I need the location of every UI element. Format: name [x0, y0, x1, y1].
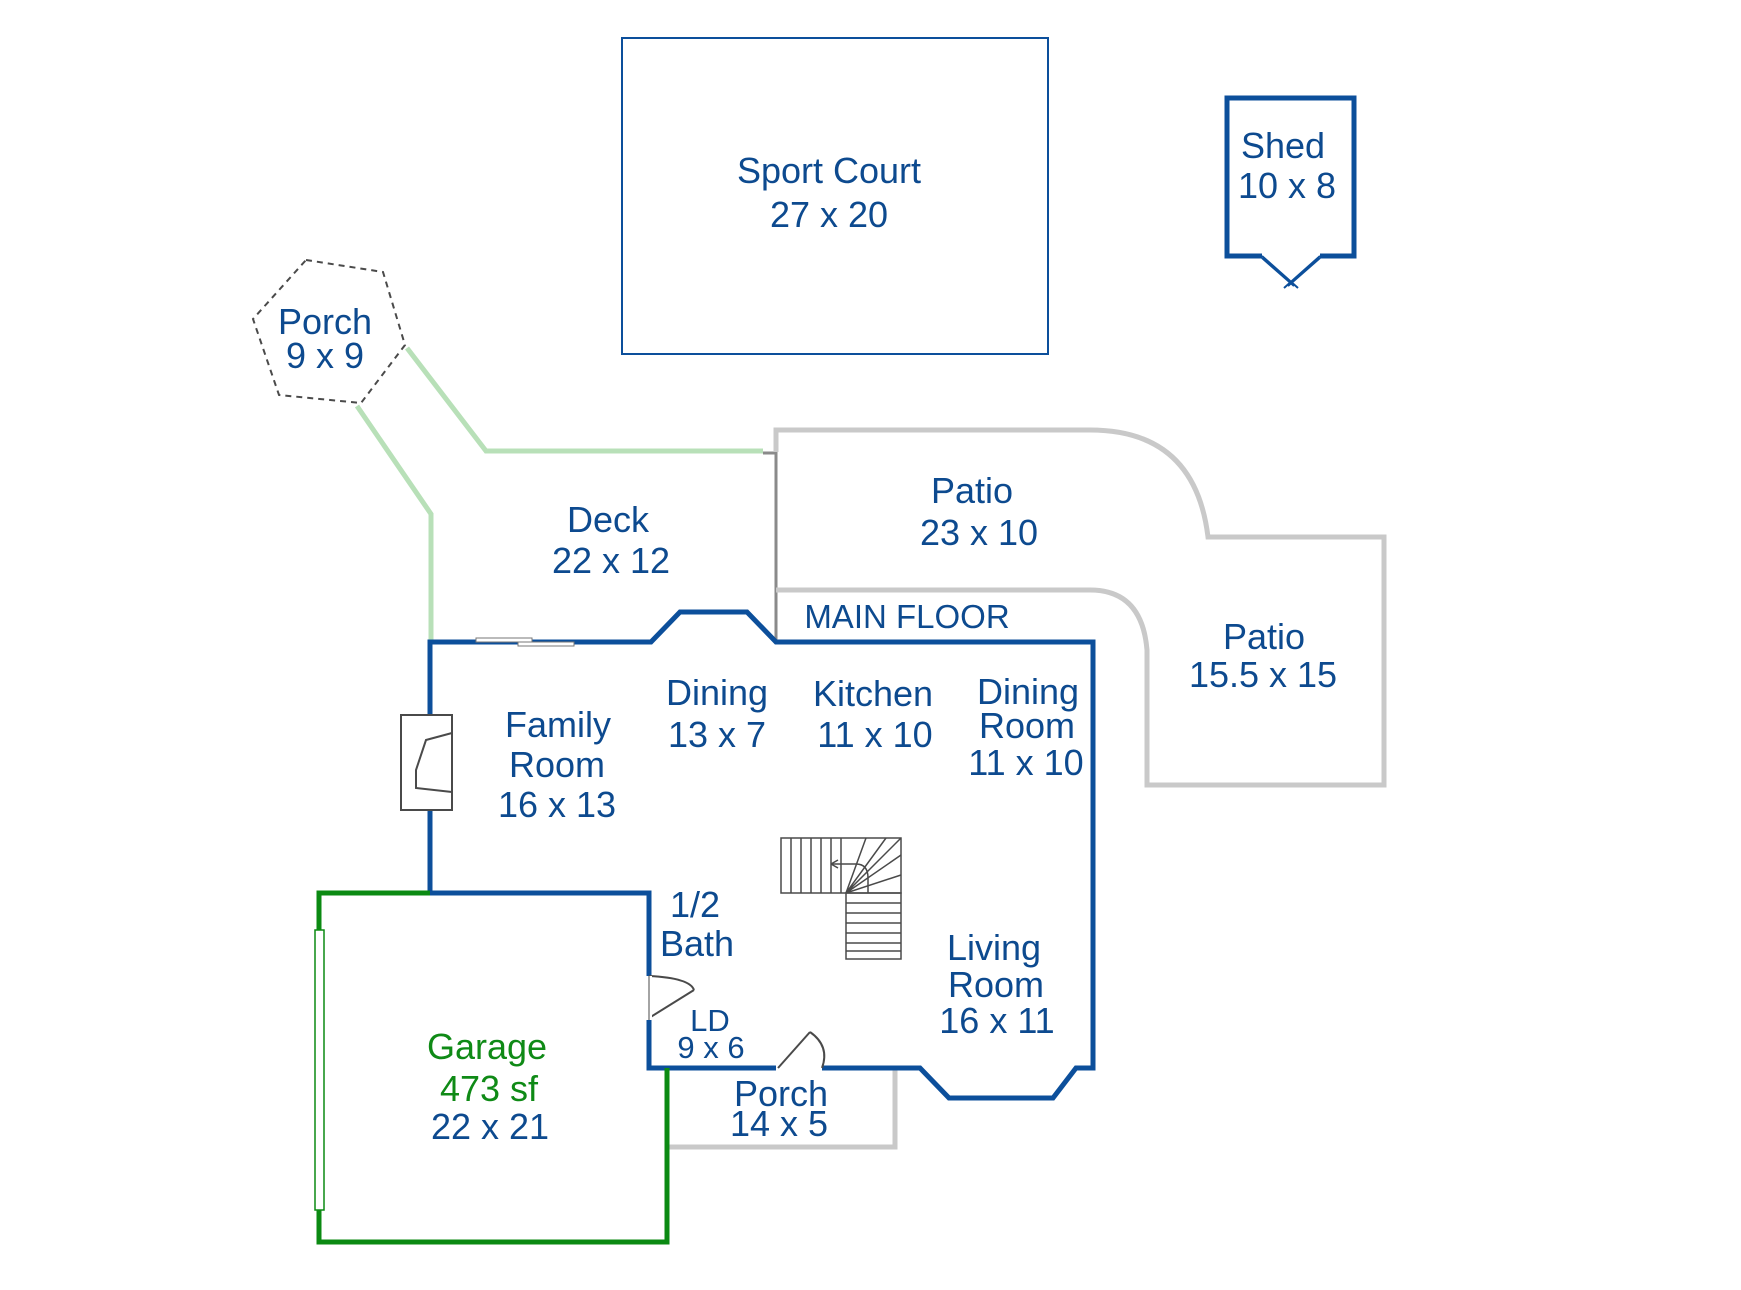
porch-bottom-name: Porch	[734, 1073, 828, 1114]
deck-size: 22 x 12	[552, 540, 670, 581]
shed-size: 10 x 8	[1238, 165, 1336, 206]
deck-outline	[354, 346, 763, 642]
kitchen-name: Kitchen	[813, 673, 933, 714]
porch-hexagon-outline	[251, 258, 407, 405]
sport-court-name: Sport Court	[737, 150, 921, 191]
dining-size: 13 x 7	[668, 714, 766, 755]
garage-area: 473 sf	[440, 1068, 539, 1109]
garage-name: Garage	[427, 1026, 547, 1067]
porch-top-name: Porch	[278, 301, 372, 342]
bath-door	[646, 975, 695, 1020]
porch-bottom-size: 14 x 5	[730, 1103, 828, 1144]
shed-outline	[1224, 95, 1357, 289]
patio-top-outline	[773, 427, 1387, 788]
living-room-size: 16 x 11	[939, 1000, 1054, 1041]
garage-size: 22 x 21	[431, 1106, 549, 1147]
porch-top-size: 9 x 9	[286, 335, 364, 376]
dining-name: Dining	[666, 672, 768, 713]
sport-court-size: 27 x 20	[770, 194, 888, 235]
patio-top-name: Patio	[931, 470, 1013, 511]
dining-room-name-2: Room	[979, 705, 1075, 746]
porch-entry-door	[776, 1031, 826, 1072]
ld-size: 9 x 6	[677, 1030, 744, 1065]
main-house-walls	[427, 609, 1096, 1101]
dining-room-size: 11 x 10	[968, 742, 1083, 783]
sport-court-outline	[621, 37, 1049, 355]
family-room-name-2: Room	[509, 744, 605, 785]
fireplace	[400, 714, 453, 811]
family-room-size: 16 x 13	[498, 784, 616, 825]
patio-top-size: 23 x 10	[920, 512, 1038, 553]
ld-name: LD	[690, 1003, 730, 1038]
main-floor-label: MAIN FLOOR	[804, 598, 1009, 635]
patio-right-size: 15.5 x 15	[1189, 654, 1337, 695]
patio-right-name: Patio	[1223, 616, 1305, 657]
dining-room-name-1: Dining	[977, 671, 1079, 712]
half-bath-name-2: Bath	[660, 923, 734, 964]
deck-name: Deck	[567, 499, 650, 540]
kitchen-size: 11 x 10	[817, 714, 932, 755]
family-room-name-1: Family	[505, 704, 611, 745]
half-bath-name-1: 1/2	[670, 884, 720, 925]
living-room-name-2: Room	[948, 964, 1044, 1005]
garage-walls	[316, 890, 670, 1245]
sliding-door	[475, 637, 575, 647]
living-room-name-1: Living	[947, 927, 1041, 968]
staircase	[780, 837, 902, 960]
shed-name: Shed	[1241, 125, 1325, 166]
porch-bottom-outline	[667, 1068, 898, 1150]
